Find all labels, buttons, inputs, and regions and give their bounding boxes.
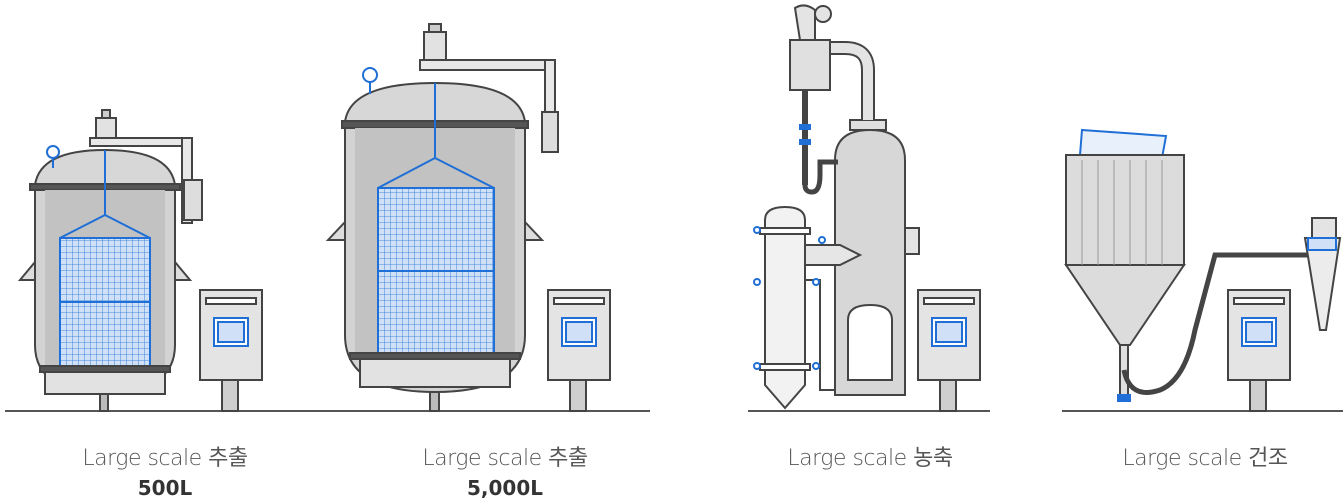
caption-concentrator: Large scale 농축	[745, 440, 995, 472]
control-panel-2	[547, 289, 611, 412]
control-panel-4	[1227, 289, 1291, 412]
caption-extractor-500l: Large scale 추출 500L	[40, 440, 290, 500]
caption-capacity: 5,000L	[466, 476, 543, 500]
caption-label: Large scale 추출	[422, 446, 588, 471]
caption-label: Large scale 농축	[787, 446, 953, 471]
caption-label: Large scale 건조	[1122, 446, 1288, 471]
concentrator	[753, 4, 920, 410]
spray-dryer	[1064, 128, 1342, 402]
caption-label: Large scale 추출	[82, 446, 248, 471]
caption-extractor-5000l: Large scale 추출 5,000L	[380, 440, 630, 500]
caption-capacity: 500L	[137, 476, 193, 500]
extractor-500l	[17, 109, 203, 412]
control-panel-1	[199, 289, 263, 412]
caption-spray-dryer: Large scale 건조	[1080, 440, 1330, 472]
control-panel-3	[917, 289, 981, 412]
extractor-5000l	[325, 23, 559, 412]
